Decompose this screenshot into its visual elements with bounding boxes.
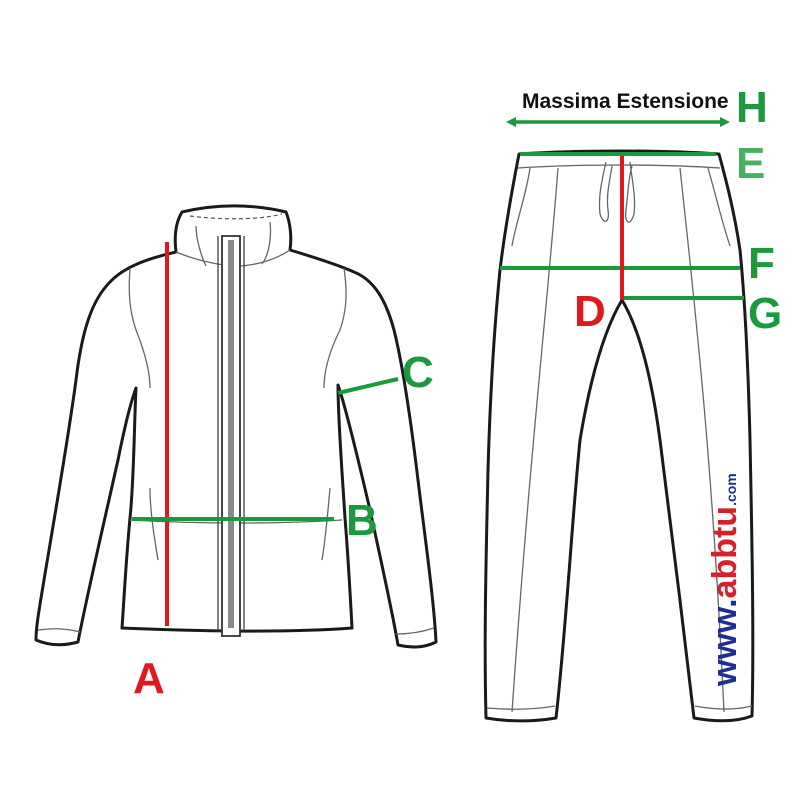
drawstring-right <box>624 161 636 223</box>
right-pocket <box>321 487 331 561</box>
left-hip-pocket <box>511 167 531 247</box>
left-cuff <box>37 628 81 633</box>
label-g: G <box>748 289 782 338</box>
jacket-zipper-teeth <box>228 240 234 628</box>
right-armhole-seam <box>323 267 347 389</box>
jacket-drawing <box>34 204 438 649</box>
right-cuff <box>395 627 435 635</box>
waistband-seam <box>517 164 721 169</box>
label-f: F <box>748 239 775 288</box>
arrow-h-left <box>506 117 516 127</box>
collar-top-seam <box>189 213 283 220</box>
svg-text:www.abbtu.com: www.abbtu.com <box>706 473 744 687</box>
max-extension-caption: Massima Estensione <box>522 90 729 113</box>
trousers-drawing <box>483 149 755 723</box>
label-h: H <box>736 83 768 132</box>
left-leg-hem <box>486 705 556 710</box>
collar-fold-right <box>261 221 272 265</box>
watermark-suffix: .com <box>723 473 739 506</box>
collar-fold-left <box>195 225 207 267</box>
right-hip-pocket <box>707 167 731 247</box>
measure-line-c <box>337 377 399 395</box>
right-leg-crease <box>679 167 725 713</box>
trousers-outline <box>483 149 755 723</box>
left-pocket <box>149 487 159 561</box>
watermark-brand: abbtu <box>706 506 744 599</box>
label-d: D <box>574 287 606 336</box>
site-watermark: www.abbtu.com <box>706 473 744 687</box>
left-armhole-seam <box>128 267 151 389</box>
arrow-h-right <box>720 117 730 127</box>
right-leg-hem <box>694 705 753 710</box>
label-c: C <box>402 348 434 397</box>
label-e: E <box>736 139 765 188</box>
label-a: A <box>133 654 165 703</box>
left-leg-crease <box>511 167 559 713</box>
watermark-prefix: www. <box>706 598 744 687</box>
label-b: B <box>346 496 378 545</box>
drawstring-left <box>598 161 613 222</box>
